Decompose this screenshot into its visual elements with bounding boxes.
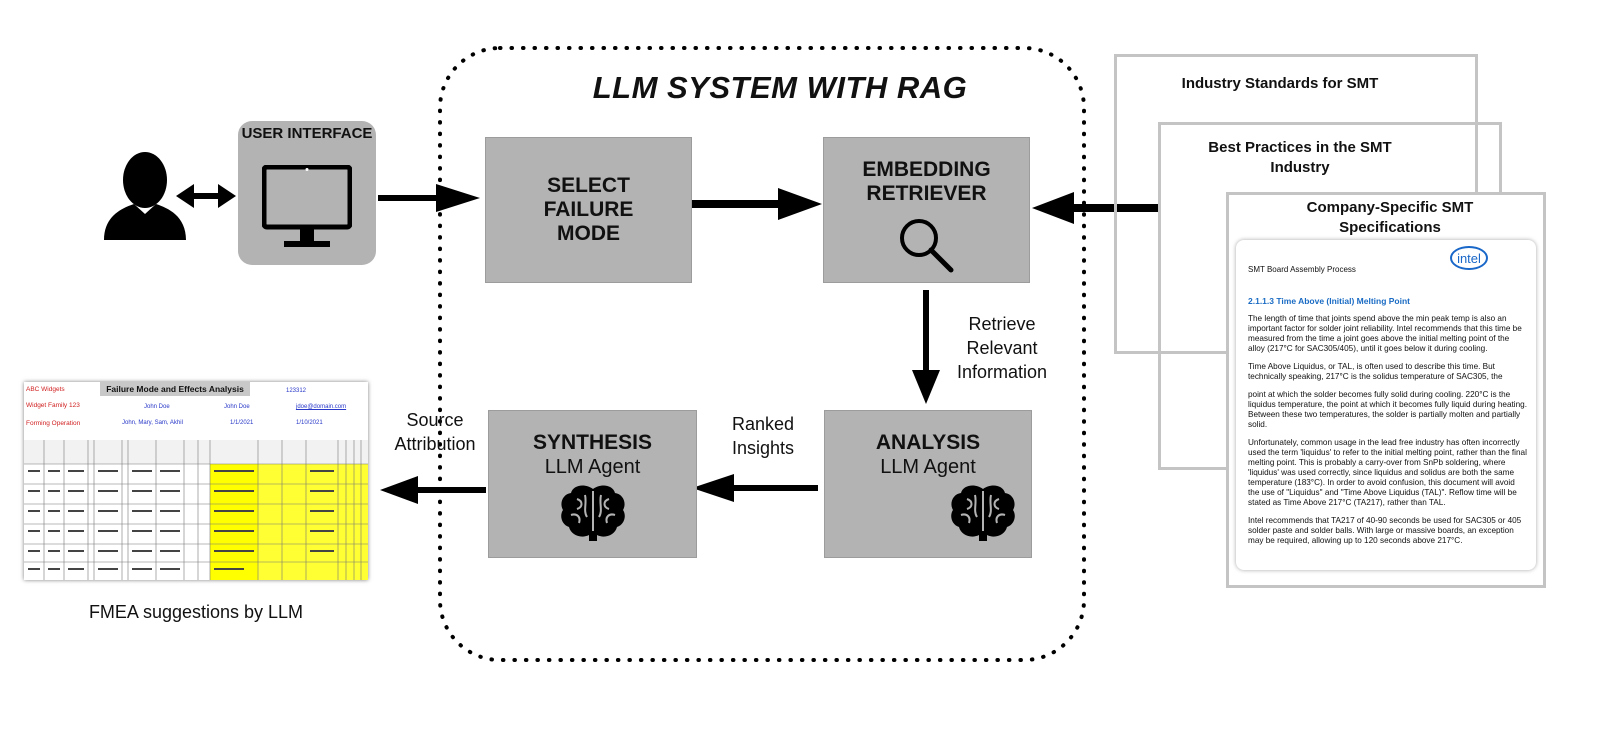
ranked-insights-label: Ranked Insights <box>731 414 795 458</box>
spec-paragraph: Intel recommends that TA217 of 40-90 sec… <box>1248 516 1522 545</box>
user-interface-label: USER INTERFACE <box>241 125 373 142</box>
intel-logo: intel <box>1450 246 1488 270</box>
fmea-owner: John Doe <box>144 404 170 410</box>
spec-paragraph: Unfortunately, common usage in the lead … <box>1248 438 1527 507</box>
rag-system-boundary <box>438 46 1086 662</box>
fmea-process: Forming Operation <box>26 420 81 427</box>
brain-icon <box>951 485 1015 541</box>
fmea-header: Failure Mode and Effects Analysis ABC Wi… <box>24 382 368 440</box>
analysis-title: ANALYSIS <box>875 431 981 454</box>
source-attribution-label: Source Attribution <box>394 410 476 454</box>
spec-paragraph: Time Above Liquidus, or TAL, is often us… <box>1248 362 1503 381</box>
spec-page-header: SMT Board Assembly Process <box>1248 265 1356 274</box>
fmea-date-2: 1/10/2021 <box>296 420 323 426</box>
embedding-retriever-title: EMBEDDING RETRIEVER <box>862 158 991 205</box>
synthesis-to-fmea-arrow <box>380 476 486 504</box>
fmea-number: 123312 <box>286 388 307 394</box>
fmea-grid <box>24 440 368 580</box>
select-to-retriever-arrow <box>692 188 822 220</box>
fmea-date-1: 1/1/2021 <box>230 420 254 426</box>
spec-paragraph: The length of time that joints spend abo… <box>1248 314 1522 353</box>
fmea-team: John, Mary, Sam, Akhil <box>122 420 183 426</box>
fmea-table: Failure Mode and Effects Analysis ABC Wi… <box>24 382 368 580</box>
select-failure-mode-box: SELECT FAILURE MODE <box>485 137 692 283</box>
doc-title-best-practices: Best Practices in the SMT Industry <box>1208 139 1392 176</box>
fmea-email: jdoe@domain.com <box>296 404 347 410</box>
synthesis-title: SYNTHESIS <box>532 431 653 454</box>
doc-title-company-specs: Company-Specific SMT Specifications <box>1306 199 1474 236</box>
analysis-subtitle: LLM Agent <box>880 456 976 478</box>
spec-page-body: The length of time that joints spend abo… <box>1248 314 1528 554</box>
spec-page: SMT Board Assembly Process intel 2.1.1.3… <box>1236 240 1536 570</box>
analysis-box: ANALYSIS LLM Agent <box>824 410 1032 558</box>
select-failure-mode-title: SELECT FAILURE MODE <box>543 174 634 245</box>
embedding-retriever-box: EMBEDDING RETRIEVER <box>823 137 1030 283</box>
retrieve-label: Retrieve Relevant Information <box>956 314 1048 382</box>
fmea-owner-2: John Doe <box>224 404 250 410</box>
fmea-company: ABC Widgets <box>26 386 65 393</box>
search-icon <box>899 219 953 273</box>
fmea-caption: FMEA suggestions by LLM <box>88 602 304 622</box>
retriever-to-analysis-arrow <box>912 290 940 404</box>
brain-icon <box>560 485 625 541</box>
user-interface-box: USER INTERFACE <box>238 121 376 265</box>
fmea-title: Failure Mode and Effects Analysis <box>100 382 250 396</box>
ui-to-select-arrow <box>378 184 480 212</box>
spec-page-section: 2.1.1.3 Time Above (Initial) Melting Poi… <box>1248 296 1410 306</box>
doc-title-standards: Industry Standards for SMT <box>1181 75 1379 92</box>
user-ui-arrow <box>176 184 236 208</box>
synthesis-subtitle: LLM Agent <box>544 456 641 478</box>
spec-paragraph: point at which the solder becomes fully … <box>1248 390 1527 429</box>
monitor-icon <box>262 165 352 247</box>
user-icon <box>104 152 186 240</box>
system-title: LLM SYSTEM WITH RAG <box>592 70 968 105</box>
synthesis-box: SYNTHESIS LLM Agent <box>488 410 697 558</box>
fmea-part: Widget Family 123 <box>26 402 80 409</box>
analysis-to-synthesis-arrow <box>692 474 818 502</box>
